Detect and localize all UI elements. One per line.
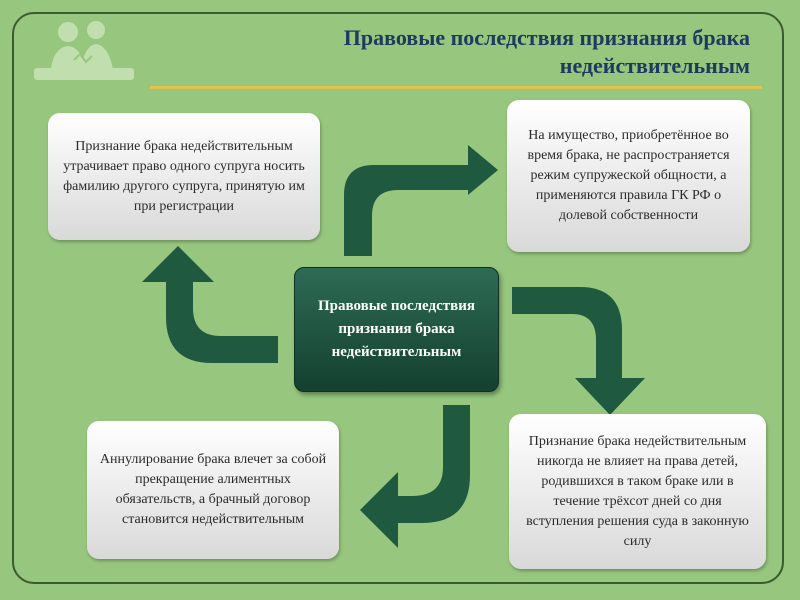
consequence-text-children: Признание брака недействительным никогда… [526, 433, 749, 549]
bent-arrow-icon [360, 405, 470, 548]
title-underline [150, 86, 762, 89]
central-topic-text: Правовые последствия признания брака нед… [317, 298, 475, 360]
slide-title: Правовые последствия признания брака нед… [343, 25, 750, 78]
central-topic-box: Правовые последствия признания брака нед… [294, 267, 499, 392]
consequence-box-children: Признание брака недействительным никогда… [509, 414, 766, 569]
consequence-box-surname: Признание брака недействительным утрачив… [48, 113, 320, 240]
consequence-text-surname: Признание брака недействительным утрачив… [63, 138, 305, 214]
bent-arrow-icon [344, 145, 498, 256]
consequence-text-alimony: Аннулирование брака влечет за собой прек… [99, 452, 327, 527]
bent-arrow-icon [512, 287, 645, 415]
people-silhouette-icon [34, 21, 134, 80]
consequence-box-alimony: Аннулирование брака влечет за собой прек… [87, 421, 339, 559]
slide-frame [12, 12, 784, 584]
consequence-text-property: На имущество, приобретённое во время бра… [527, 128, 730, 223]
bent-arrow-icon [142, 246, 278, 363]
consequence-box-property: На имущество, приобретённое во время бра… [507, 100, 750, 252]
